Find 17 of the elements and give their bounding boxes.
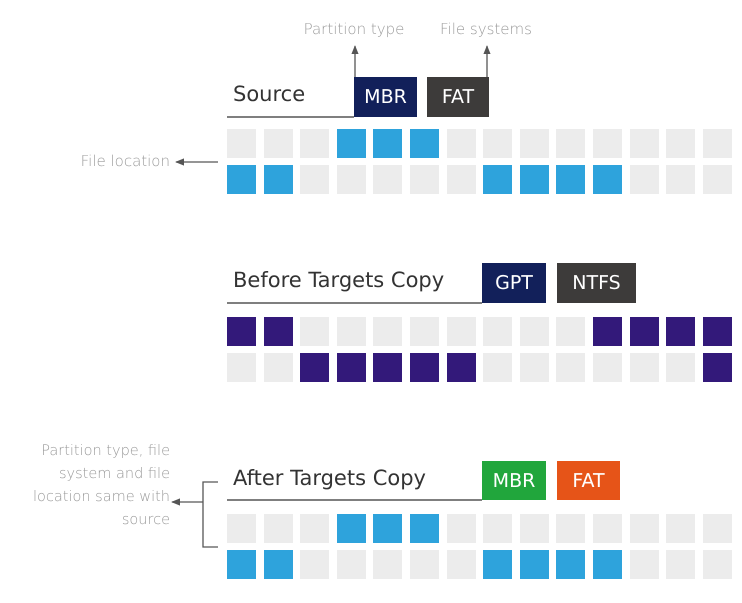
arrow [175,158,218,166]
arrow [351,45,359,77]
annotation-text: File location [80,152,170,170]
tag-box: FAT [427,77,489,117]
tag-box: GPT [482,263,546,303]
annotation-text: Partition type, file system and file location same with source [32,442,170,530]
section-heading: Source [233,82,306,106]
annotation-text: Partition type [302,20,406,38]
tag-box: NTFS [557,263,636,303]
bracket-arrow [171,481,219,548]
annotation-text: File systems [439,20,533,38]
tag-box: MBR [482,461,546,500]
arrow [483,45,491,77]
tag-box: FAT [557,461,620,500]
tag-box: MBR [354,77,417,117]
section-heading: Before Targets Copy [233,268,444,292]
section-heading: After Targets Copy [233,466,426,490]
